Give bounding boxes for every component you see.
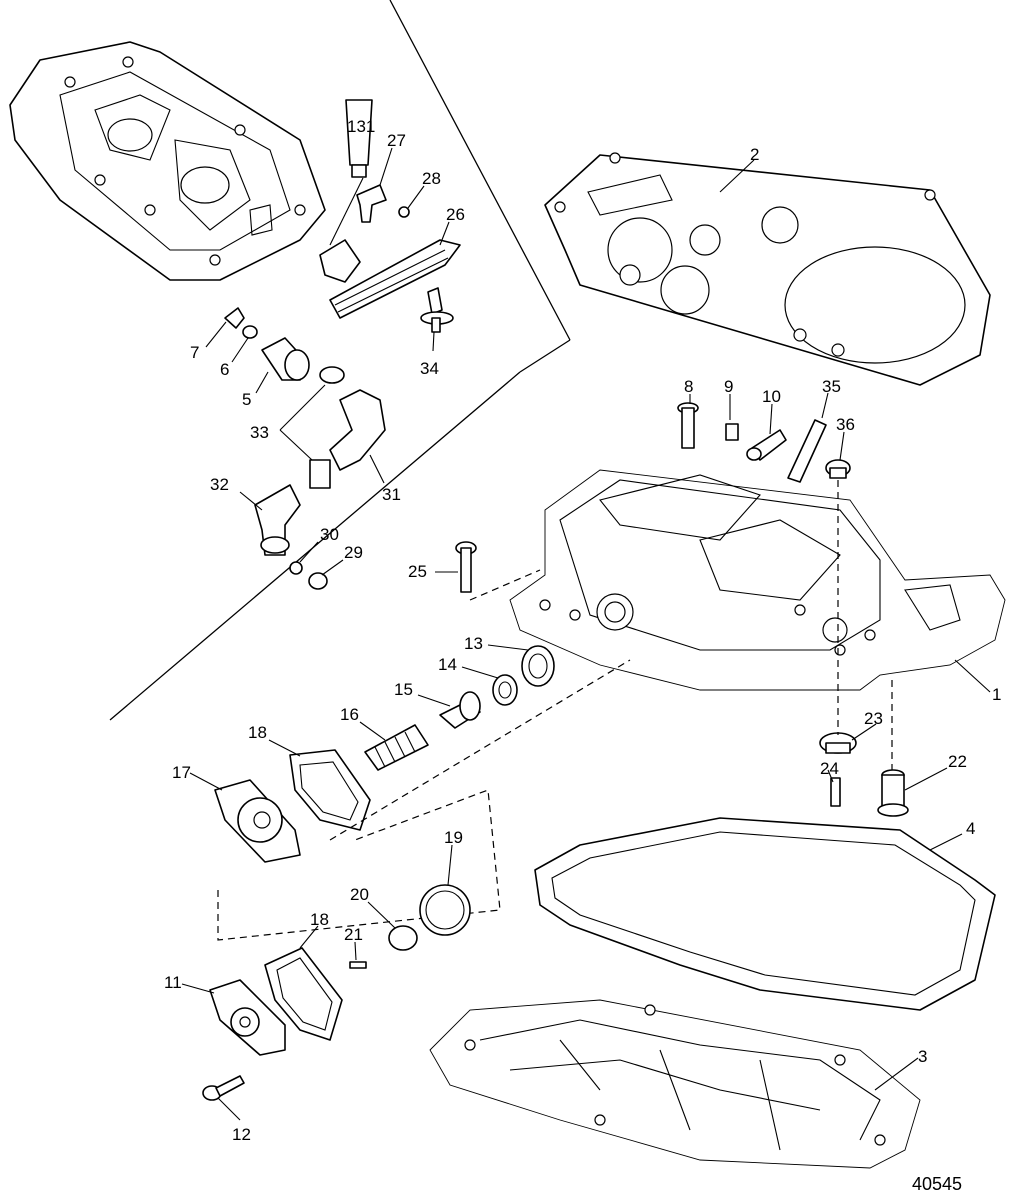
part-6-washer bbox=[242, 325, 258, 339]
callout-25: 25 bbox=[408, 562, 427, 581]
callout-19: 19 bbox=[444, 828, 463, 847]
callout-24: 24 bbox=[820, 759, 839, 778]
callout-6: 6 bbox=[220, 360, 229, 379]
callout-10: 10 bbox=[762, 387, 781, 406]
part-23-grommet bbox=[819, 732, 857, 754]
part-14-seal bbox=[492, 674, 518, 706]
part-4-seal bbox=[534, 817, 996, 1011]
callout-31: 31 bbox=[382, 485, 401, 504]
callout-4: 4 bbox=[966, 819, 975, 838]
part-5-fitting bbox=[261, 337, 310, 381]
part-10-fitting bbox=[746, 429, 787, 461]
callout-34: 34 bbox=[420, 359, 439, 378]
callout-9: 9 bbox=[724, 377, 733, 396]
part-12-bolt bbox=[202, 1075, 245, 1101]
callout-3: 3 bbox=[918, 1047, 927, 1066]
callout-16: 16 bbox=[340, 705, 359, 724]
part-34-fitting bbox=[420, 287, 454, 333]
part-32-elbow bbox=[254, 484, 301, 556]
callout-labels: 1 2 3 4 5 6 7 8 9 10 11 12 13 14 15 16 1… bbox=[164, 131, 1001, 1194]
part-28-screw bbox=[398, 206, 410, 218]
sealant-tube: 131 bbox=[345, 99, 375, 178]
callout-27: 27 bbox=[387, 131, 406, 150]
part-11-cover bbox=[209, 979, 286, 1056]
callout-23: 23 bbox=[864, 709, 883, 728]
part-19-diaphragm bbox=[419, 884, 471, 936]
part-20-disc bbox=[388, 925, 418, 951]
callout-7: 7 bbox=[190, 343, 199, 362]
callout-32: 32 bbox=[210, 475, 229, 494]
figure-number: 40545 bbox=[912, 1174, 962, 1194]
part-3-gasket bbox=[429, 999, 921, 1169]
part-7-clip bbox=[224, 307, 245, 329]
sealant-tube-label: 131 bbox=[347, 117, 375, 136]
callout-1: 1 bbox=[992, 685, 1001, 704]
part-36-plug bbox=[825, 459, 851, 479]
part-27-bracket bbox=[356, 184, 387, 223]
part-2-gasket bbox=[544, 152, 991, 386]
part-18-gasket-upper bbox=[289, 749, 371, 831]
callout-11: 11 bbox=[164, 973, 182, 992]
part-35-stud bbox=[787, 419, 827, 483]
callout-33: 33 bbox=[250, 423, 269, 442]
part-18-gasket-lower bbox=[264, 947, 343, 1041]
callout-30: 30 bbox=[320, 525, 339, 544]
callout-5: 5 bbox=[242, 390, 251, 409]
callout-22: 22 bbox=[948, 752, 967, 771]
part-15-valve bbox=[439, 691, 481, 729]
callout-2: 2 bbox=[750, 145, 759, 164]
part-22-bushing bbox=[877, 769, 909, 817]
callout-21: 21 bbox=[344, 925, 363, 944]
part-33-clamp-upper bbox=[319, 366, 345, 384]
callout-13: 13 bbox=[464, 634, 483, 653]
part-31-hose bbox=[329, 389, 386, 471]
callout-29: 29 bbox=[344, 543, 363, 562]
part-21-screw bbox=[349, 961, 367, 969]
callout-35: 35 bbox=[822, 377, 841, 396]
inset-adapter-plate bbox=[9, 41, 326, 281]
part-8-bolt bbox=[677, 402, 699, 449]
callout-18-upper: 18 bbox=[248, 723, 267, 742]
part-9-pin bbox=[725, 423, 739, 441]
part-17-cover bbox=[214, 779, 301, 863]
part-25-bolt bbox=[455, 541, 477, 593]
part-24-screw bbox=[830, 777, 841, 807]
callout-26: 26 bbox=[446, 205, 465, 224]
alignment-lines bbox=[329, 480, 893, 841]
part-13-seal bbox=[521, 645, 555, 687]
leader-lines bbox=[181, 147, 991, 1121]
callout-15: 15 bbox=[394, 680, 413, 699]
callout-8: 8 bbox=[684, 377, 693, 396]
part-26-housing bbox=[319, 239, 461, 319]
callout-20: 20 bbox=[350, 885, 369, 904]
part-29-cap bbox=[308, 572, 328, 590]
callout-14: 14 bbox=[438, 655, 457, 674]
callout-36: 36 bbox=[836, 415, 855, 434]
part-33-clamp-lower bbox=[309, 459, 331, 489]
callout-12: 12 bbox=[232, 1125, 251, 1144]
part-16-spring bbox=[364, 724, 429, 771]
callout-28: 28 bbox=[422, 169, 441, 188]
callout-17: 17 bbox=[172, 763, 191, 782]
callout-18-lower: 18 bbox=[310, 910, 329, 929]
part-1-adapter-plate bbox=[509, 469, 1006, 691]
part-30-washer bbox=[289, 561, 303, 575]
